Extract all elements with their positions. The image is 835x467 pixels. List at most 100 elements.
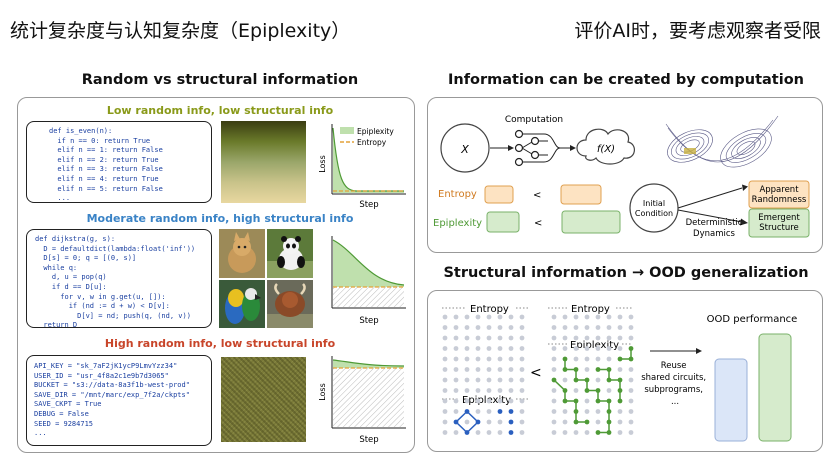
grid-dot (442, 419, 448, 425)
grid-dot (464, 325, 470, 330)
grid-dot (584, 335, 590, 341)
grid-dot (606, 335, 612, 341)
reuse-text: Reuse shared circuits, subprograms, ... (641, 361, 709, 407)
grid-dot (486, 377, 492, 383)
grid-dot (497, 388, 503, 393)
grid-dot (617, 409, 623, 414)
grid-dot (628, 430, 634, 435)
grid-dot (519, 430, 525, 435)
grid-dot (519, 377, 525, 383)
grid-dot (519, 367, 525, 372)
grid-dot (475, 377, 481, 383)
grid-dot (617, 367, 623, 372)
legend-epiplexity: Epiplexity (357, 127, 394, 136)
row2-loss-chart: Step (331, 236, 406, 326)
grid-dot (562, 325, 568, 330)
epiplexity-label: Epiplexity (433, 218, 482, 229)
grid-dot (628, 388, 634, 393)
grid-dot (508, 346, 514, 351)
grid-dot (519, 398, 525, 404)
grid-dot (584, 356, 590, 362)
grid-dot (486, 419, 492, 425)
grid-dot (475, 335, 481, 341)
entropy-label-1: Entropy (470, 304, 509, 315)
grid-dot (584, 430, 590, 435)
grid-dot (551, 314, 557, 320)
grid-dot (442, 335, 448, 341)
grid-dot (628, 314, 634, 320)
grid-dot (562, 335, 568, 341)
grid-dot (628, 367, 634, 372)
grid-dot (442, 388, 448, 393)
grid-dot (475, 430, 481, 435)
grid-link (564, 359, 610, 434)
grid-dot (573, 356, 579, 362)
row3-code-box: API_KEY = "sk_7aF2jK1ycP9LmvYzz34" USER_… (26, 355, 212, 446)
grid-dot (497, 419, 503, 425)
entropy-box-large (560, 184, 602, 205)
grid-dot (519, 409, 525, 414)
grid-dot (464, 367, 470, 372)
grid-dot (453, 430, 459, 435)
grid-dot (486, 430, 492, 435)
grid-dot (453, 398, 459, 404)
grid-dot (497, 430, 503, 435)
grid-dot (562, 409, 568, 414)
grid-link (598, 368, 621, 401)
row3-ylabel: Loss (318, 383, 327, 401)
right-bottom-title: Structural information → OOD generalizat… (443, 265, 809, 281)
ood-performance-label: OOD performance (707, 314, 798, 325)
grid-dot (475, 398, 481, 404)
grid-dot (562, 430, 568, 435)
grid-dot (606, 346, 612, 351)
grid-dot (486, 398, 492, 404)
ood-lt: < (530, 365, 542, 381)
grid-dot (595, 335, 601, 341)
parrot-photo (219, 280, 265, 328)
header-right: 评价AI时，要考虑观察者受限 (574, 20, 821, 42)
computation-label: Computation (505, 115, 563, 125)
x-label: X (460, 143, 469, 156)
entropy-label-2: Entropy (571, 304, 610, 315)
grid-dot (497, 356, 503, 362)
grid-dot (595, 314, 601, 320)
grid-dot (475, 325, 481, 330)
epiplexity-label-1: Epiplexity (462, 395, 511, 406)
grid-dot (497, 367, 503, 372)
grid-dot (475, 346, 481, 351)
dot-grid-left (442, 314, 525, 435)
epiplexity-box-large (561, 210, 621, 234)
lorenz-attractor (665, 115, 779, 168)
grid-dot (464, 346, 470, 351)
grid-dot (584, 398, 590, 404)
grid-dot (475, 314, 481, 320)
grid-dot (442, 367, 448, 372)
left-panel (17, 97, 415, 453)
ood-diagram: Entropy Entropy Epiplexity Epiplexity < … (442, 304, 798, 442)
lt-epiplexity: < (534, 218, 542, 229)
grid-dot (551, 367, 557, 372)
grid-dot (497, 377, 503, 383)
grid-dot (551, 388, 557, 393)
grid-dot (551, 335, 557, 341)
grid-dot (464, 356, 470, 362)
grid-dot (453, 356, 459, 362)
grid-dot (519, 356, 525, 362)
grid-dot (551, 346, 557, 351)
grid-dot (562, 314, 568, 320)
grid-dot (508, 409, 514, 414)
grid-dot (453, 377, 459, 383)
grid-dot (606, 388, 612, 393)
grid-dot (606, 356, 612, 362)
grid-dot (475, 367, 481, 372)
grid-dot (519, 314, 525, 320)
grid-dot (551, 409, 557, 414)
grid-dot (573, 430, 579, 435)
grid-dot (617, 325, 623, 330)
grid-dot (464, 388, 470, 393)
grid-dot (584, 314, 590, 320)
grid-dot (519, 346, 525, 351)
grid-dot (497, 346, 503, 351)
row3-loss-chart: Loss Step (318, 356, 406, 445)
